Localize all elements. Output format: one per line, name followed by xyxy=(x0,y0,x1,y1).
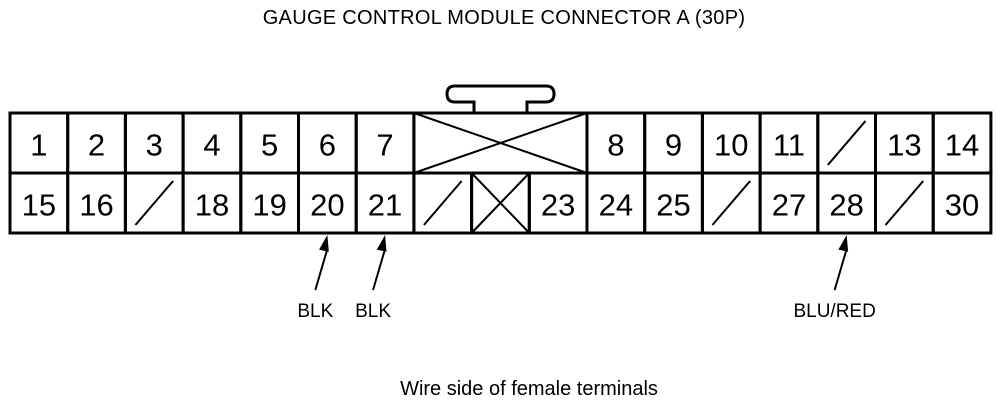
terminal-number: 4 xyxy=(203,128,220,163)
terminal-11: 11 xyxy=(758,111,820,175)
terminal-number: 3 xyxy=(146,128,163,163)
empty-cavity xyxy=(816,111,877,175)
wire-color-label-pin-20: BLK xyxy=(297,301,334,322)
terminal-number: 19 xyxy=(252,188,286,223)
empty-slash xyxy=(711,180,751,226)
terminal-19: 19 xyxy=(239,171,301,235)
terminal-24: 24 xyxy=(585,171,647,235)
empty-slash xyxy=(423,180,463,226)
terminal-number: 6 xyxy=(319,128,336,163)
wire-arrow-pin-21 xyxy=(372,235,387,291)
terminal-4: 4 xyxy=(181,111,243,175)
wire-color-label-pin-28: BLU/RED xyxy=(793,301,876,322)
terminal-30: 30 xyxy=(931,171,993,235)
terminal-13: 13 xyxy=(874,111,935,175)
terminal-number: 20 xyxy=(310,188,344,223)
blanked-cavity xyxy=(412,111,589,175)
terminal-number: 7 xyxy=(376,128,393,163)
blank-cross-line xyxy=(413,112,588,174)
blanked-cavity xyxy=(470,171,531,235)
empty-cavity xyxy=(123,171,185,235)
terminal-5: 5 xyxy=(239,111,301,175)
terminal-number: 23 xyxy=(541,188,575,223)
blank-cross-line xyxy=(470,172,531,234)
terminal-16: 16 xyxy=(66,171,127,235)
terminal-number: 10 xyxy=(714,128,748,163)
diagram-caption: Wire side of female terminals xyxy=(400,378,658,400)
terminal-1: 1 xyxy=(8,111,70,175)
terminal-6: 6 xyxy=(297,111,358,175)
terminal-20: 20 xyxy=(297,171,358,235)
terminal-number: 25 xyxy=(656,188,690,223)
diagram-title: GAUGE CONTROL MODULE CONNECTOR A (30P) xyxy=(262,7,746,29)
empty-cavity xyxy=(700,171,762,235)
wire-color-label-pin-21: BLK xyxy=(355,301,391,322)
terminal-number: 15 xyxy=(22,188,56,223)
terminal-9: 9 xyxy=(643,111,704,175)
wire-arrow-pin-20 xyxy=(314,235,329,291)
empty-cavity xyxy=(874,171,935,235)
empty-cavity xyxy=(412,171,474,235)
terminal-number: 30 xyxy=(945,188,979,223)
terminal-number: 28 xyxy=(829,188,863,223)
terminal-number: 8 xyxy=(607,128,624,163)
empty-slash xyxy=(134,180,174,226)
terminal-3: 3 xyxy=(123,111,185,175)
terminal-number: 27 xyxy=(772,188,806,223)
terminal-21: 21 xyxy=(354,171,416,235)
terminal-number: 9 xyxy=(665,128,682,163)
terminal-14: 14 xyxy=(931,111,993,175)
terminal-27: 27 xyxy=(758,171,820,235)
terminal-2: 2 xyxy=(66,111,127,175)
terminal-15: 15 xyxy=(8,171,70,235)
terminal-number: 14 xyxy=(945,128,979,163)
terminal-25: 25 xyxy=(643,171,704,235)
terminal-18: 18 xyxy=(181,171,243,235)
terminal-number: 1 xyxy=(30,128,47,163)
terminal-number: 11 xyxy=(773,128,805,163)
terminal-number: 24 xyxy=(599,188,633,223)
wire-arrow-pin-28 xyxy=(833,235,849,291)
terminal-number: 21 xyxy=(368,188,402,223)
terminal-number: 2 xyxy=(88,128,105,163)
terminal-8: 8 xyxy=(585,111,647,175)
terminal-number: 5 xyxy=(261,128,278,163)
terminal-number: 16 xyxy=(79,188,113,223)
terminal-10: 10 xyxy=(700,111,762,175)
terminal-28: 28 xyxy=(816,171,877,235)
terminal-7: 7 xyxy=(354,111,416,175)
terminal-23: 23 xyxy=(527,171,589,235)
connector-lock-tab xyxy=(445,84,556,113)
terminal-number: 13 xyxy=(887,128,921,163)
empty-slash xyxy=(827,120,867,166)
empty-slash xyxy=(884,180,924,226)
terminal-number: 18 xyxy=(195,188,229,223)
